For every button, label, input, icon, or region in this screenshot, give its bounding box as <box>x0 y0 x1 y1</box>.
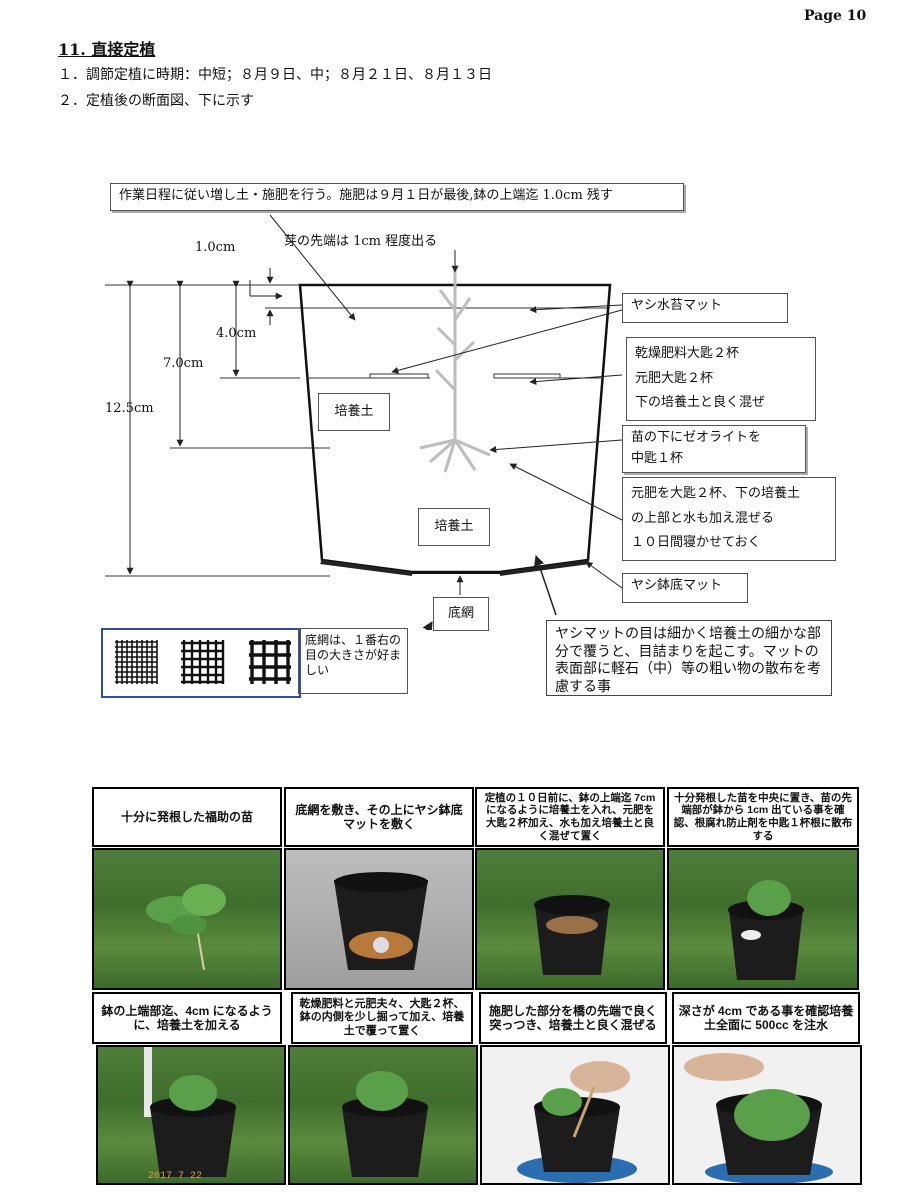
cross-section-intro: ２．定植後の断面図、下に示す <box>58 93 254 109</box>
water-photo-icon <box>684 1053 833 1183</box>
mesh-coarse-icon <box>249 640 291 684</box>
caption-3: 定植の１０日前に、鉢の上端迄 7cm になるように培養土を入れ、元肥を大匙２杯加… <box>475 787 665 847</box>
arrow-bottom-mat <box>585 561 623 589</box>
photo-pot-with-mat <box>284 848 474 990</box>
mesh-samples <box>101 628 301 698</box>
sprout-note: 芽の先端は 1cm 程度出る <box>284 234 438 249</box>
arrow-zeolite <box>489 439 623 454</box>
arrow-mesh-note <box>422 621 433 630</box>
bottom-mat-right <box>500 560 590 576</box>
seedling-photo-icon <box>146 884 226 971</box>
bottom-net-label-box: 底網 <box>433 597 489 631</box>
soil-lower-box: 培養土 <box>418 508 490 546</box>
base-fertilizer-line-1: 元肥を大匙２杯、下の培養土 <box>631 486 801 501</box>
bottom-mat-label-box: ヤシ鉢底マット <box>622 573 748 603</box>
top-note-box: 作業日程に従い増し土・施肥を行う。施肥は９月１日が最後,鉢の上端迄 1.0cm … <box>110 183 684 211</box>
fertilizer-line-3: 下の培養土と良く混ぜ <box>635 395 766 411</box>
caption-6: 乾燥肥料と元肥夫々、大匙２杯、鉢の内側を少し掘って加え、培養土で覆って置く <box>291 992 473 1044</box>
caption-7: 施肥した部分を橋の先端で良く突っつき、培養土と良く混ぜる <box>479 992 667 1044</box>
pot-photo-icon <box>334 872 428 970</box>
palm-mat-note: ヤシマットの目は細かく培養土の細かな部分で覆うと、目詰まりを起こす。マットの表面… <box>546 620 832 696</box>
arrow-palm-mat-note <box>534 555 557 616</box>
photo-mix-with-chopsticks <box>480 1045 670 1185</box>
section-title: 11. 直接定植 <box>58 40 156 59</box>
seedling-pot-photo-icon <box>728 880 804 980</box>
zeolite-label-box: 苗の下にゼオライトを 中匙１杯 <box>622 425 806 473</box>
arrow-fertilizer <box>529 374 623 386</box>
fertilizer-label-box: 乾燥肥料大匙２杯 元肥大匙２杯 下の培養土と良く混ぜ <box>626 337 816 421</box>
bottom-mat-left <box>320 560 412 576</box>
top-note: 作業日程に従い増し土・施肥を行う。施肥は９月１日が最後,鉢の上端迄 1.0cm … <box>119 188 613 203</box>
add-soil-photo-icon <box>144 1047 236 1177</box>
base-fertilizer-label-box: 元肥を大匙２杯、下の培養土 の上部と水も加え混ぜる １０日間寝かせておく <box>622 477 836 561</box>
mesh-medium-icon <box>181 640 225 684</box>
zeolite-line-1: 苗の下にゼオライトを <box>631 430 762 445</box>
pot-cross-section-diagram <box>105 214 623 630</box>
dim-label-7cm: 7.0cm <box>163 356 204 371</box>
photo-pot-with-soil <box>475 848 665 990</box>
soil-upper-label: 培養土 <box>334 403 374 419</box>
fertilizer-line-2: 元肥大匙２杯 <box>635 370 714 386</box>
dim-label-1cm: 1.0cm <box>195 240 236 255</box>
photo-water <box>672 1045 862 1185</box>
soil-lower-label: 培養土 <box>434 518 474 534</box>
page-number: Page 10 <box>804 8 867 24</box>
photo-fertilize <box>288 1045 478 1185</box>
pot-soil-photo-icon <box>534 895 610 975</box>
base-fertilizer-line-3: １０日間寝かせておく <box>631 535 761 551</box>
seedling-illustration <box>419 270 491 473</box>
mix-photo-icon <box>517 1061 637 1183</box>
bottom-mat-label: ヤシ鉢底マット <box>631 578 723 593</box>
dim-label-12-5cm: 12.5cm <box>105 401 154 416</box>
palm-moss-mat-label-box: ヤシ水苔マット <box>622 293 788 323</box>
photo-seedling <box>92 848 282 990</box>
caption-2: 底網を敷き、その上にヤシ鉢底マットを敷く <box>284 787 474 847</box>
palm-moss-mat-label: ヤシ水苔マット <box>631 298 723 313</box>
dim-label-4cm: 4.0cm <box>216 326 257 341</box>
mesh-note: 底網は、１番右の目の大きさが好ましい <box>298 628 408 694</box>
arrow-moss-mat-1 <box>529 304 623 314</box>
caption-5: 鉢の上端部迄、4cm になるように、培養土を加える <box>92 992 282 1044</box>
mesh-fine-icon <box>115 640 158 684</box>
caption-8: 深さが 4cm である事を確認培養土全面に 500cc を注水 <box>672 992 860 1044</box>
planting-schedule: １．調節定植に時期：中短；８月９日、中；８月２１日、８月１３日 <box>58 67 492 83</box>
caption-1: 十分に発根した福助の苗 <box>92 787 282 847</box>
photo-timestamp: 2017 7 22 <box>148 1171 203 1182</box>
soil-upper-box: 培養土 <box>318 393 390 431</box>
arrow-base-fertilizer <box>509 463 623 521</box>
bottom-net-label: 底網 <box>447 605 474 621</box>
arrow-moss-mat-2 <box>391 309 623 374</box>
arrow-top-note <box>269 214 356 321</box>
zeolite-line-2: 中匙１杯 <box>631 450 684 466</box>
photo-seedling-in-pot <box>667 848 859 990</box>
caption-4: 十分発根した苗を中央に置き、苗の先端部が鉢から 1cm 出ている事を確認、根腐れ… <box>667 787 859 847</box>
fertilizer-line-1: 乾燥肥料大匙２杯 <box>635 346 740 361</box>
fertilize-photo-icon <box>342 1071 428 1177</box>
photo-add-soil: 2017 7 22 <box>96 1045 286 1185</box>
base-fertilizer-line-2: の上部と水も加え混ぜる <box>631 510 775 526</box>
